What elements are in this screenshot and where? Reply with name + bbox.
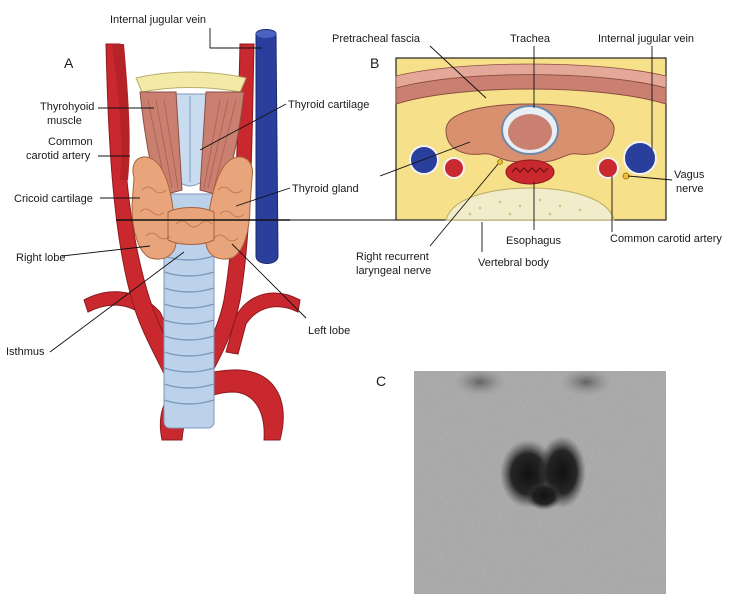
label-esophagus: Esophagus (506, 235, 562, 247)
esophagus-mucosa (511, 167, 549, 173)
right-external-carotid-artery (112, 44, 130, 180)
trachea-a (163, 239, 215, 429)
hyoid-bone (135, 71, 247, 93)
right-carotid-section (443, 157, 465, 179)
left-subclavian-artery (225, 292, 301, 355)
vertebral-body (445, 187, 615, 221)
thyroid-scan-image (414, 371, 666, 594)
label-isthmus: Isthmus (6, 346, 45, 358)
trachea-lumen (508, 114, 552, 150)
scan-salivary-uptake-right (454, 371, 506, 396)
thyroid-texture (139, 186, 245, 242)
internal-jugular-vein-a (255, 29, 279, 264)
label-common-carotid-line2: carotid artery (26, 150, 91, 162)
panel-a-illustration (83, 29, 301, 441)
label-thyroid-cartilage: Thyroid cartilage (288, 99, 369, 111)
label-internal-jugular-vein-a: Internal jugular vein (110, 14, 206, 26)
panel-b-label: B (370, 55, 379, 71)
label-recurrent-line2: laryngeal nerve (356, 265, 431, 277)
panel-a-label: A (64, 55, 74, 71)
label-left-lobe: Left lobe (308, 325, 350, 337)
scan-salivary-uptake-left (560, 371, 612, 396)
label-pretracheal-fascia: Pretracheal fascia (332, 33, 421, 45)
label-cricoid-cartilage: Cricoid cartilage (14, 193, 93, 205)
esophagus-section (505, 159, 555, 185)
panel-a-leaders (49, 28, 307, 353)
label-thyrohyoid-line1: Thyrohyoid (40, 101, 94, 113)
recurrent-laryngeal-nerve-section (497, 159, 503, 165)
scan-thyroid-isthmus (526, 482, 562, 510)
panel-b-leaders (379, 45, 673, 252)
label-common-carotid-artery-b: Common carotid artery (610, 233, 722, 245)
label-vertebral-body: Vertebral body (478, 257, 549, 269)
skin-band (395, 63, 667, 89)
panel-b-cross-section (395, 57, 667, 221)
label-vagus-line1: Vagus (674, 169, 705, 181)
left-carotid-section (597, 157, 619, 179)
label-thyroid-gland: Thyroid gland (292, 183, 359, 195)
right-internal-jugular-section (409, 145, 439, 175)
left-internal-jugular-section (623, 141, 657, 175)
label-right-lobe: Right lobe (16, 252, 66, 264)
aorta-base (208, 425, 226, 440)
label-trachea: Trachea (510, 33, 551, 45)
label-common-carotid-line1: Common (48, 136, 93, 148)
label-recurrent-line1: Right recurrent (356, 251, 429, 263)
label-thyrohyoid-line2: muscle (47, 115, 82, 127)
panel-a-labels: A Internal jugular vein Thyrohyoid muscl… (6, 14, 369, 358)
panel-c-label: C (376, 373, 386, 389)
vertebral-texture (468, 198, 582, 216)
panel-b-labels: B Pretracheal fascia Trachea Internal ju… (332, 33, 722, 277)
label-internal-jugular-vein-b: Internal jugular vein (598, 33, 694, 45)
label-vagus-line2: nerve (676, 183, 704, 195)
jugular-top (256, 30, 276, 38)
